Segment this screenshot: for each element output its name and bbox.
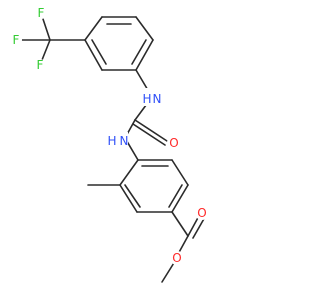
bond-ring2-d1 xyxy=(124,184,141,208)
bond-ring2-a xyxy=(119,159,139,186)
bond-ring2-d2 xyxy=(168,184,183,208)
bond-ester-c-o-2 xyxy=(192,216,206,239)
bond-c-o-1 xyxy=(134,119,168,142)
molecule-structure-diagram: F F F N H N H O O O xyxy=(10,6,209,283)
atom-fluorine-top: F xyxy=(35,6,47,20)
bond-ring1-c xyxy=(135,16,154,41)
bond-ring1-d xyxy=(135,39,154,71)
atom-label-fluorine-left: F xyxy=(13,33,20,47)
atom-nitrogen-upper: N H xyxy=(142,88,163,106)
atom-oxygen-carbonyl: O xyxy=(195,206,209,220)
atom-label-oxygen-carbonyl: O xyxy=(197,206,206,220)
bond-ring1-a xyxy=(84,16,103,41)
atom-fluorine-lower: F xyxy=(34,58,46,72)
atom-label-oxygen-urea: O xyxy=(169,136,178,150)
bond-ring1-d2 xyxy=(131,39,147,65)
bond-ring2-d xyxy=(171,184,189,213)
atom-nitrogen-lower: N H xyxy=(104,132,128,150)
bond-ring1-d3 xyxy=(91,39,107,65)
atom-label-nitrogen-lower: N xyxy=(120,134,129,148)
atom-oxygen-ester: O xyxy=(170,251,184,265)
atom-label-hydrogen-upper: H xyxy=(142,92,151,106)
atom-label-nitrogen-upper: N xyxy=(153,92,162,106)
bond-c-o-2 xyxy=(132,123,166,146)
bond-ring-to-ester-c xyxy=(171,211,189,237)
bond-ring1-f xyxy=(84,39,103,71)
atom-label-fluorine-lower: F xyxy=(37,58,44,72)
atom-label-oxygen-ester: O xyxy=(172,251,181,265)
atom-label-layer: F F F N H N H O O O xyxy=(10,6,209,265)
bond-ring2-e xyxy=(171,159,189,186)
atom-label-hydrogen-lower: H xyxy=(107,134,116,148)
atom-fluorine-left: F xyxy=(10,33,22,47)
atom-oxygen-urea: O xyxy=(167,136,181,150)
atom-label-fluorine-top: F xyxy=(38,6,45,20)
bond-ring2-b xyxy=(119,184,138,213)
